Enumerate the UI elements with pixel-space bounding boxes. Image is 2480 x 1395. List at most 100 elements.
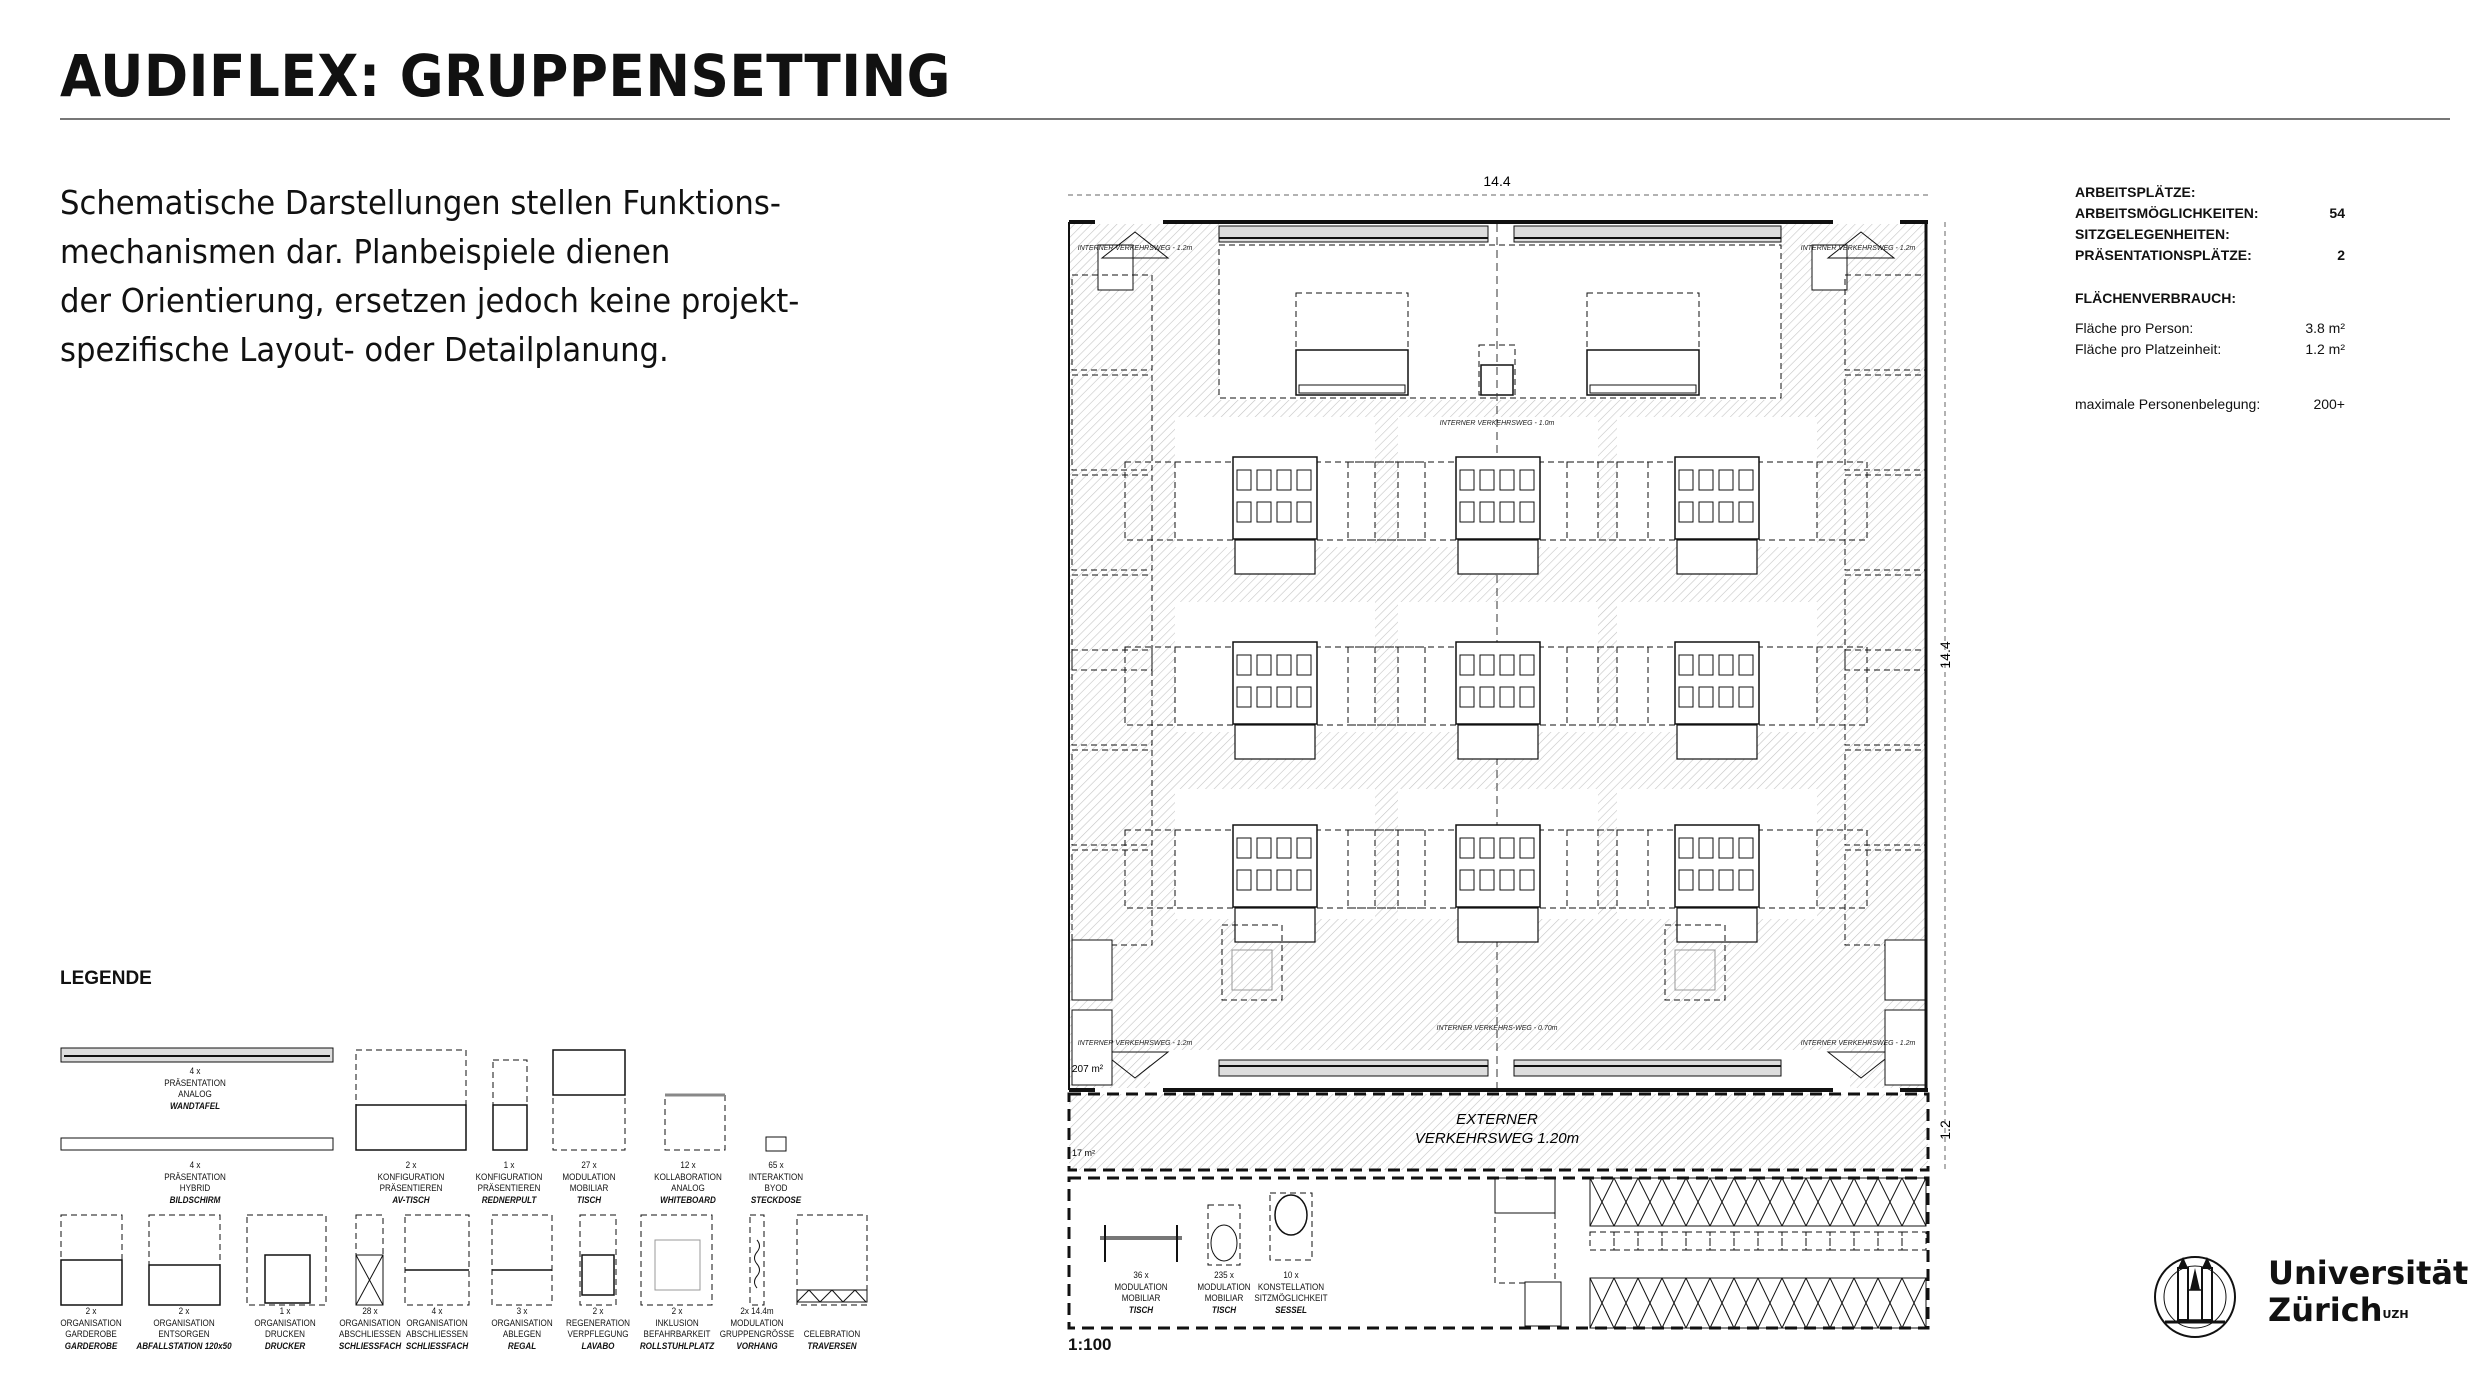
truss <box>842 1289 856 1303</box>
stat-value: 2 <box>2337 247 2345 263</box>
chair <box>1519 686 1535 708</box>
table-cluster-zone <box>1816 829 1868 909</box>
legend-zone <box>1207 1204 1241 1266</box>
chair <box>1718 686 1734 708</box>
locker-cross <box>1829 1177 1855 1227</box>
legend-item-l1: MODULATION <box>1197 1281 1251 1293</box>
legend-item-count: 12 x <box>680 1160 696 1171</box>
table-cluster-zone <box>1124 829 1176 909</box>
table <box>1676 539 1758 575</box>
locker-cross <box>1613 1277 1639 1329</box>
lavabo <box>1097 244 1134 291</box>
locker-cross <box>1733 1177 1759 1227</box>
legend-item-l1: KONSTELLATION <box>1257 1281 1325 1293</box>
chair <box>1479 501 1495 523</box>
legend-item-l1: INKLUSION <box>655 1317 699 1329</box>
table-cluster-zone <box>1566 829 1618 909</box>
chair <box>1698 469 1714 491</box>
wheelchair-zone <box>1221 924 1283 1001</box>
table-group <box>1455 824 1541 908</box>
chair <box>1678 686 1694 708</box>
route-label: INTERNER VERKEHRSWEG - 1.2m <box>1801 1040 1916 1047</box>
side-locker <box>1844 574 1926 671</box>
waste-station <box>1071 1009 1113 1086</box>
legend-item-l2: PRÄSENTIEREN <box>477 1183 541 1194</box>
chair <box>1236 686 1252 708</box>
table-group <box>1674 824 1760 908</box>
av-table <box>1295 349 1409 396</box>
legend-whiteboard-zone <box>664 1094 726 1151</box>
chair <box>1519 501 1535 523</box>
locker-cross <box>1589 1277 1615 1329</box>
legend-item-l1: ORGANISATION <box>339 1317 401 1329</box>
legend-item-count: 36 x <box>1133 1270 1149 1281</box>
locker-cross <box>1877 1177 1903 1227</box>
stats-panel: ARBEITSPLÄTZE: ARBEITSMÖGLICHKEITEN:54 S… <box>2075 182 2345 415</box>
legend-item-l2: ABLEGEN <box>502 1329 542 1340</box>
legend-item-zone <box>796 1214 868 1306</box>
table-cluster-zone <box>1816 461 1868 541</box>
table <box>1457 539 1539 575</box>
chair <box>1499 501 1515 523</box>
stat-heading: FLÄCHENVERBRAUCH: <box>2075 290 2236 306</box>
external-route <box>1067 1092 1930 1172</box>
side-locker <box>1071 749 1153 846</box>
wheelchair-zone <box>1664 924 1726 1001</box>
table-cluster-zone <box>1816 646 1868 726</box>
legend-item-name: TISCH <box>1211 1304 1237 1316</box>
legend-wheelchair <box>654 1239 701 1291</box>
chair <box>1499 686 1515 708</box>
table-cluster-zone <box>1347 646 1399 726</box>
locker-zone <box>1901 1231 1927 1251</box>
intro-line: mechanismen dar. Planbeispiele dienen <box>60 232 671 271</box>
chair <box>1738 869 1754 891</box>
legend-item-l2: MOBILIAR <box>1204 1293 1244 1304</box>
chair <box>1519 837 1535 859</box>
whiteboard-wall <box>1513 1059 1782 1077</box>
legend-item-l1 <box>781 1318 883 1330</box>
legend-item-count: 3 x <box>516 1306 528 1317</box>
legend-curtain <box>754 1239 760 1289</box>
legend-item-l2: ANALOG <box>671 1183 705 1194</box>
legend-item-count: 10 x <box>1283 1270 1299 1281</box>
locker-cross <box>1685 1177 1711 1227</box>
legend-item-count: 2x 14.4m <box>740 1306 774 1317</box>
cross <box>355 1254 384 1306</box>
legend-item-count <box>781 1306 883 1318</box>
scale-label: 1:100 <box>1068 1335 1112 1354</box>
external-route-label: EXTERNER <box>1456 1111 1538 1128</box>
legend-lavabo <box>581 1254 615 1296</box>
uzh-wordmark: Universität ZürichUZH <box>2268 1255 2468 1329</box>
intro-line: der Orientierung, ersetzen jedoch keine … <box>60 281 800 320</box>
chair <box>1479 654 1495 676</box>
locker-row <box>1589 1277 1927 1329</box>
stat-label: Fläche pro Platzeinheit: <box>2075 341 2222 357</box>
table-group <box>1232 456 1318 540</box>
lavabo <box>1811 244 1848 291</box>
wheelchair-icon <box>1674 949 1716 991</box>
legend-item-count: 28 x <box>362 1306 378 1317</box>
legend-lectern <box>492 1104 528 1151</box>
legend-item-count: 2 x <box>671 1306 683 1317</box>
legend-socket <box>765 1136 787 1152</box>
route-label: INTERNER VERKEHRSWEG - 1.0m <box>1440 420 1555 427</box>
legend-item-l1: MODULATION <box>1114 1281 1168 1293</box>
printer <box>1524 1281 1562 1327</box>
chair <box>1276 501 1292 523</box>
legend-item-l2: GARDEROBE <box>65 1329 117 1340</box>
route-label: INTERNER VERKEHRSWEG - 1.2m <box>1801 245 1916 252</box>
locker-cross <box>1613 1177 1639 1227</box>
logo-sup: UZH <box>2382 1308 2409 1321</box>
stat-label: SITZGELEGENHEITEN: <box>2075 226 2230 242</box>
chair <box>1459 686 1475 708</box>
page-title: AUDIFLEX: GRUPPENSETTING <box>60 42 951 110</box>
side-locker <box>1071 474 1153 571</box>
chair <box>1296 837 1312 859</box>
chair <box>1296 501 1312 523</box>
